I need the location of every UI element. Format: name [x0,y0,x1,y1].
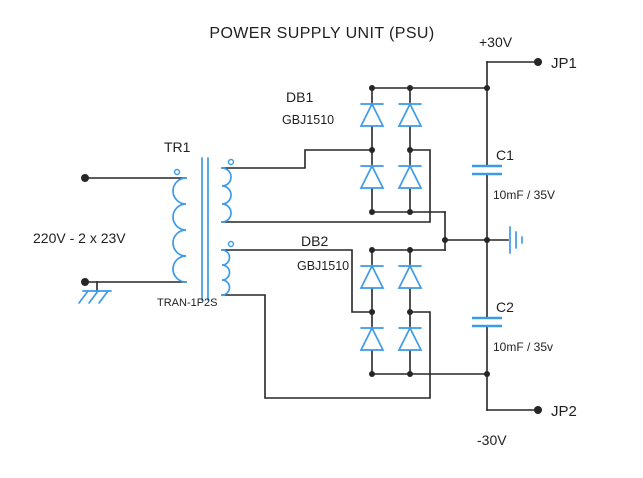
junction-dot [407,309,413,315]
capacitor-c2 [472,316,502,328]
transformer-tr1 [172,157,235,301]
wire-sec2-bot-to-db2 [221,294,431,399]
polarity-dot-icon [173,168,181,176]
diode-icon [359,326,385,351]
junction-dot [369,147,375,153]
bridge1-model-label: GBJ1510 [282,113,334,127]
junction-dot [407,371,413,377]
primary-winding-icon [172,177,187,283]
wire-sec1-bot-to-db1 [221,149,431,223]
terminal-jp2-label: JP2 [551,403,577,420]
transformer-model-label: TRAN-1P2S [157,297,218,309]
circuit-wires [84,61,537,411]
junction-dot [442,237,448,243]
cap1-ref-label: C1 [496,147,514,163]
secondary-winding-1-icon [221,167,232,223]
wire-sec1-top-to-db1 [221,149,373,169]
rail-pos-label: +30V [479,34,513,50]
terminal-jp1-label: JP1 [551,55,577,72]
polarity-dot-icon [227,240,235,248]
junction-dot [484,371,490,377]
polarity-dot-icon [227,158,235,166]
diode-icon [359,102,385,127]
cap2-ref-label: C2 [496,299,514,315]
bridge-db2 [359,264,423,351]
junction-dots [369,85,490,377]
junction-dot [407,209,413,215]
bridge-db1 [359,102,423,189]
diode-icon [397,164,423,189]
junction-dot [407,147,413,153]
junction-dot [369,247,375,253]
input-voltage-label: 220V - 2 x 23V [33,230,126,246]
input-terminal-top [81,174,89,182]
ground-symbol-right [509,226,523,254]
junction-dot [407,247,413,253]
diode-icon [397,326,423,351]
wire-sec2-top-to-db2 [221,249,373,313]
secondary-winding-2-icon [221,249,231,296]
junction-dot [484,85,490,91]
junction-dot [484,237,490,243]
rail-neg-label: -30V [477,432,507,448]
diode-icon [397,264,423,289]
diode-icon [359,264,385,289]
bridge2-model-label: GBJ1510 [297,259,349,273]
terminal-jp2 [534,406,542,414]
bridge1-ref-label: DB1 [286,89,313,105]
bridge2-ref-label: DB2 [301,233,328,249]
terminal-jp1 [534,58,542,66]
diode-icon [359,164,385,189]
junction-dot [407,85,413,91]
transformer-ref-label: TR1 [164,139,191,155]
diode-icon [397,102,423,127]
wire-db1-neg-to-gnd [444,211,488,241]
capacitor-c1 [472,164,502,176]
junction-dot [369,85,375,91]
junction-dot [369,209,375,215]
junction-dot [369,309,375,315]
cap2-value-label: 10mF / 35v [493,340,553,354]
cap1-value-label: 10mF / 35V [493,188,555,202]
page-title: POWER SUPPLY UNIT (PSU) [209,25,434,42]
junction-dot [369,371,375,377]
input-terminal-bottom [81,278,89,286]
ground-symbol-left [78,290,112,304]
